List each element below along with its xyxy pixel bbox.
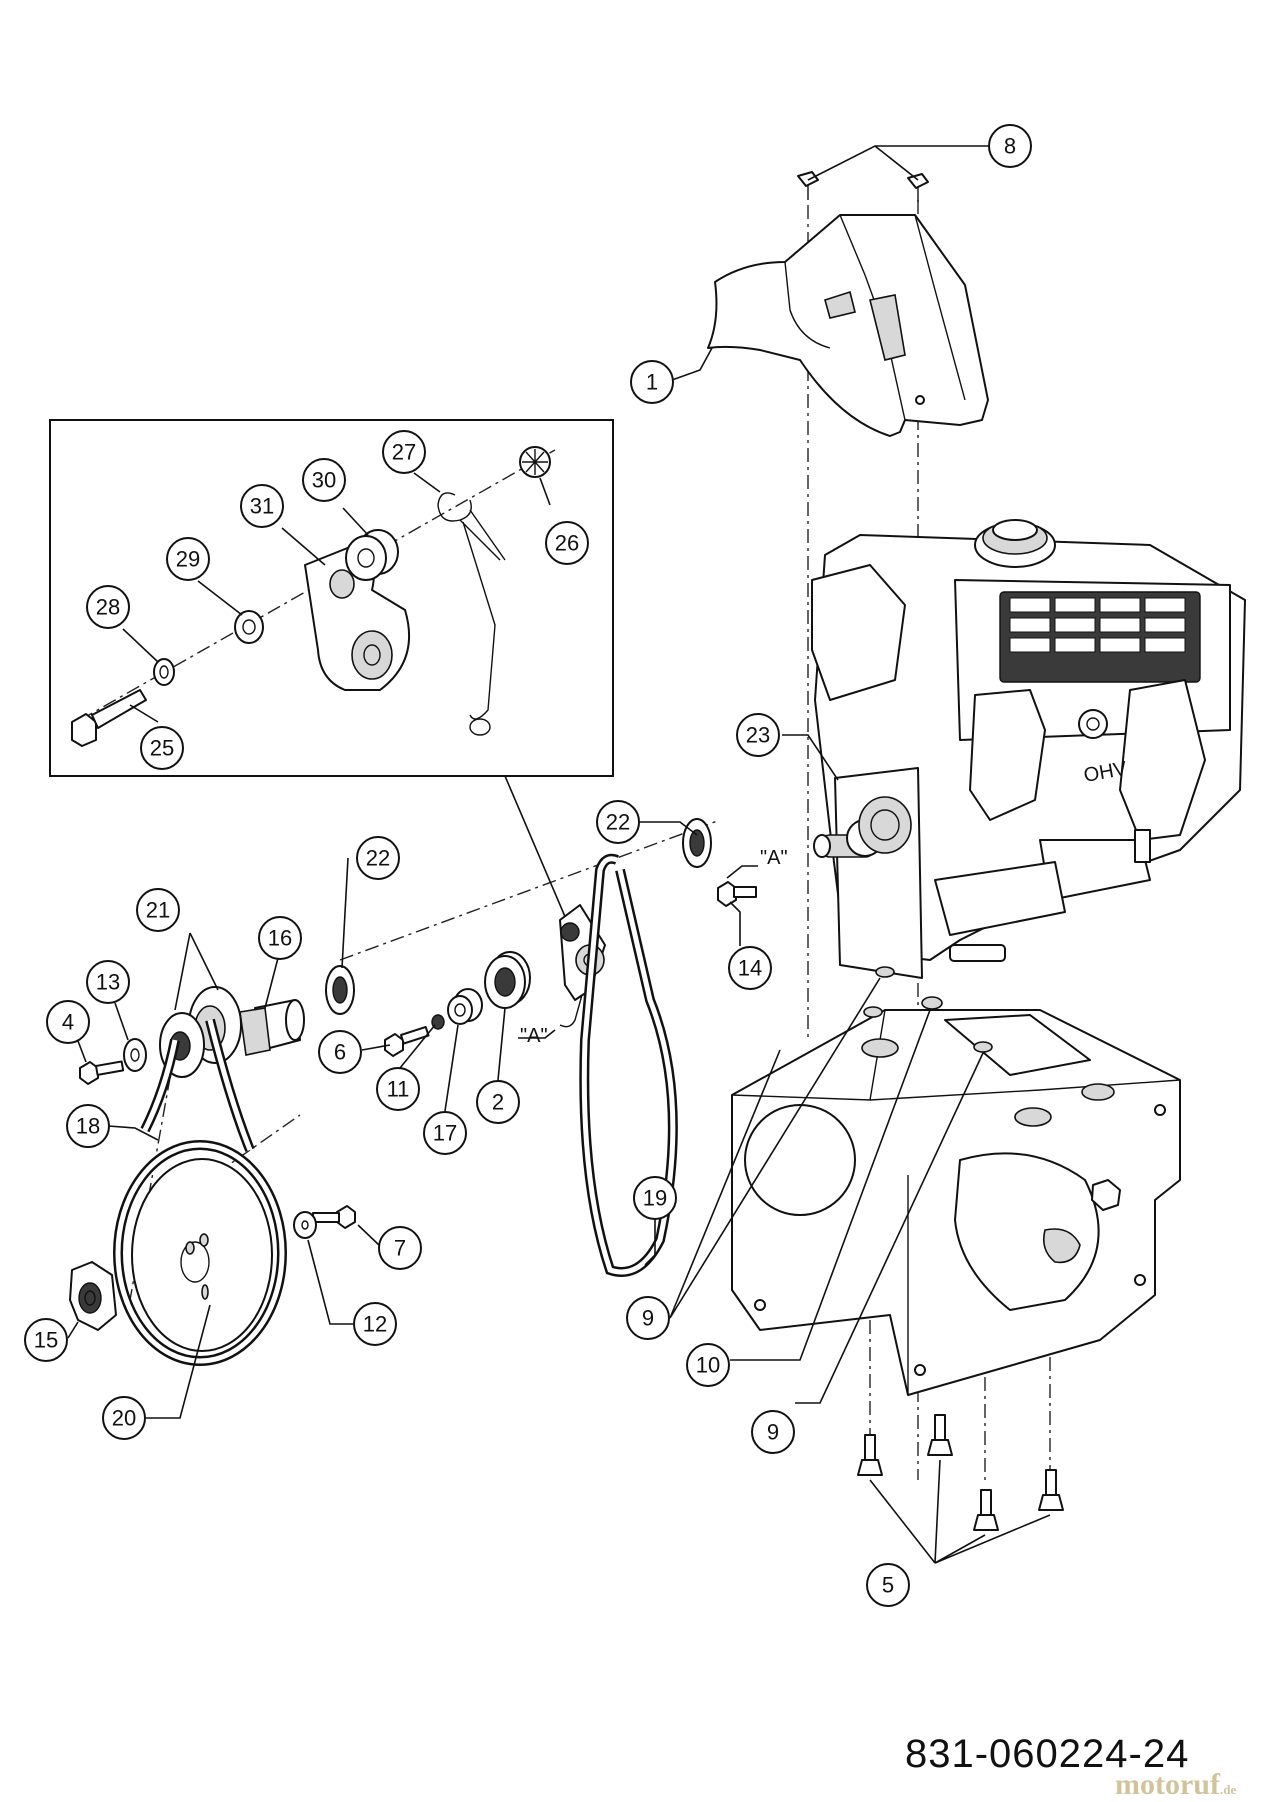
bolt-4 [79, 1060, 125, 1085]
callout-25-label: 25 [150, 736, 174, 761]
inset-spacer-30 [345, 529, 399, 581]
callout-23: 23 [736, 713, 780, 757]
callout-23-label: 23 [746, 723, 770, 748]
reference-mark-a-lower: "A" [520, 1025, 548, 1047]
callout-29: 29 [166, 537, 210, 581]
bolt-6 [384, 1025, 430, 1057]
callout-9-upper-label: 9 [642, 1306, 654, 1331]
washer-13 [123, 1038, 147, 1072]
frame-housing [731, 1009, 1181, 1396]
callout-9-upper: 9 [626, 1296, 670, 1340]
callout-5: 5 [866, 1563, 910, 1607]
callout-14-label: 14 [738, 956, 762, 981]
callout-12-label: 12 [363, 1312, 387, 1337]
callout-26-label: 26 [555, 531, 579, 556]
callout-16-label: 16 [268, 926, 292, 951]
watermark-suffix: .de [1219, 1782, 1237, 1797]
callout-16: 16 [258, 916, 302, 960]
bottom-bolts-5 [857, 1414, 1064, 1531]
cover-bolts-8 [797, 171, 929, 202]
callout-20: 20 [102, 1396, 146, 1440]
callout-9-lower-label: 9 [767, 1420, 779, 1445]
washer-22-lower [325, 965, 355, 1015]
callout-31-label: 31 [250, 494, 274, 519]
callout-17-label: 17 [433, 1121, 457, 1146]
watermark-text: motoruf [1115, 1768, 1220, 1801]
callout-28-label: 28 [96, 595, 120, 620]
callout-14: 14 [728, 946, 772, 990]
collar-17 [447, 988, 483, 1025]
inset-spring-27 [437, 492, 506, 736]
callout-1: 1 [630, 360, 674, 404]
callout-30-label: 30 [312, 468, 336, 493]
callout-10-label: 10 [696, 1353, 720, 1378]
callout-21-label: 21 [146, 898, 170, 923]
callout-11: 11 [376, 1067, 420, 1111]
callout-5-label: 5 [882, 1573, 894, 1598]
callout-6-label: 6 [334, 1040, 346, 1065]
callout-13: 13 [86, 960, 130, 1004]
callout-4: 4 [46, 1000, 90, 1044]
inset-washer-29 [234, 610, 264, 644]
callout-22-upper-label: 22 [606, 810, 630, 835]
callout-22-upper: 22 [596, 800, 640, 844]
belt-cover [707, 214, 989, 437]
inset-lockwasher-28 [153, 658, 175, 686]
callout-2: 2 [476, 1080, 520, 1124]
callout-6: 6 [318, 1030, 362, 1074]
callout-27: 27 [382, 430, 426, 474]
belt-19 [579, 853, 678, 1277]
callout-17: 17 [423, 1111, 467, 1155]
pulley-20 [131, 1158, 273, 1352]
washer-12 [293, 1211, 317, 1239]
callout-25: 25 [140, 726, 184, 770]
frame-fasteners [863, 966, 993, 1053]
callout-8-label: 8 [1004, 134, 1016, 159]
engine: OHV [811, 519, 1246, 979]
flange-15 [69, 1261, 117, 1331]
leader-lines [67, 145, 1051, 1564]
watermark-logo: motoruf.de [1115, 1768, 1236, 1802]
callout-10: 10 [686, 1343, 730, 1387]
callout-22-lower-label: 22 [366, 846, 390, 871]
reference-mark-a-upper: "A" [760, 847, 788, 869]
callout-31: 31 [240, 484, 284, 528]
inset-bracket-31 [304, 544, 411, 691]
diagram-part-number: 831-060224-24 [905, 1732, 1190, 1776]
callout-12: 12 [353, 1302, 397, 1346]
callout-29-label: 29 [176, 547, 200, 572]
callout-9-lower: 9 [751, 1410, 795, 1454]
inset-bolt-25 [71, 689, 147, 747]
callout-8: 8 [988, 124, 1032, 168]
callout-18: 18 [66, 1104, 110, 1148]
callout-13-label: 13 [96, 970, 120, 995]
callout-19-label: 19 [643, 1186, 667, 1211]
callout-19: 19 [633, 1176, 677, 1220]
callout-21: 21 [136, 888, 180, 932]
callout-7-label: 7 [394, 1236, 406, 1261]
callout-7: 7 [378, 1226, 422, 1270]
callout-20-label: 20 [112, 1406, 136, 1431]
bolt-14 [717, 881, 757, 907]
callout-26: 26 [545, 521, 589, 565]
bearing-2 [484, 951, 531, 1009]
bolt-7 [312, 1205, 356, 1229]
callout-30: 30 [302, 458, 346, 502]
callout-27-label: 27 [392, 440, 416, 465]
callout-4-label: 4 [62, 1010, 74, 1035]
washer-22-upper [682, 818, 712, 868]
inset-pulley-cap-26 [519, 446, 551, 478]
callout-1-label: 1 [646, 370, 658, 395]
callout-15: 15 [24, 1318, 68, 1362]
callout-2-label: 2 [492, 1090, 504, 1115]
shaft-16 [239, 999, 305, 1056]
callout-11-label: 11 [387, 1077, 410, 1102]
callout-28: 28 [86, 585, 130, 629]
belt-18 [113, 1018, 287, 1366]
detail-inset-frame [49, 419, 614, 777]
callout-22-lower: 22 [356, 836, 400, 880]
callout-18-label: 18 [76, 1114, 100, 1139]
callout-15-label: 15 [34, 1328, 58, 1353]
